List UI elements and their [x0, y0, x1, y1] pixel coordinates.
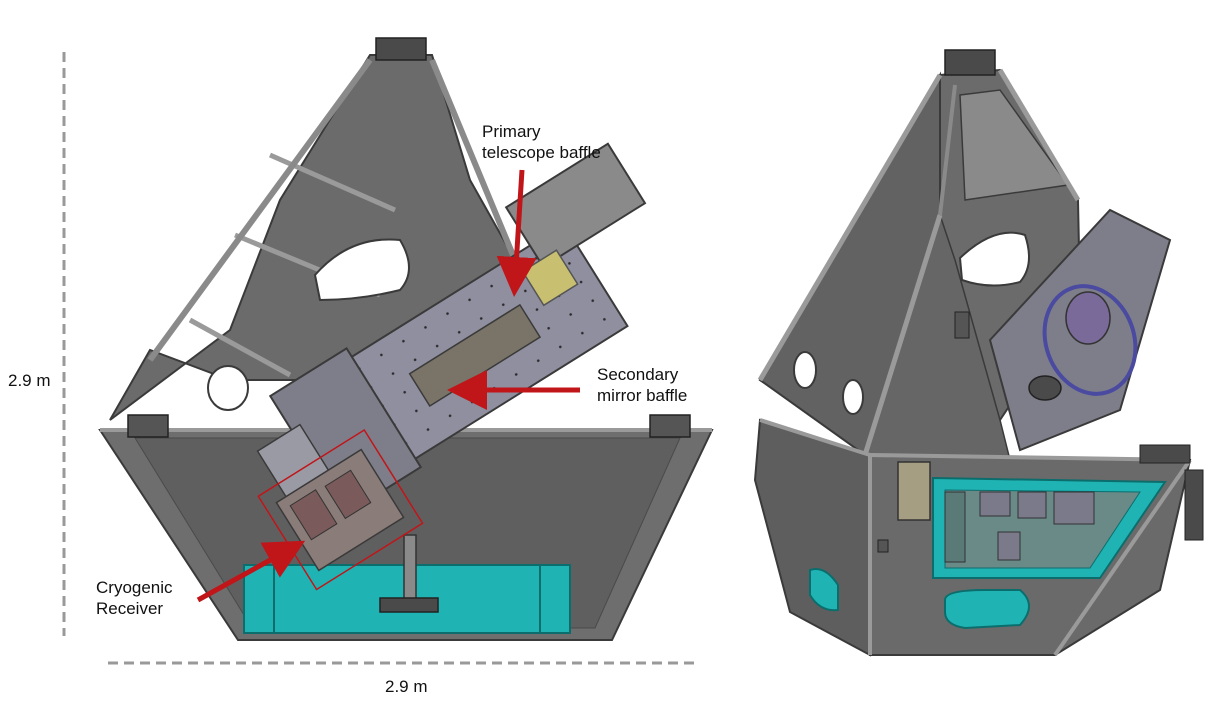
primary-baffle-arrow: [496, 169, 537, 297]
pivot-post: [403, 534, 417, 604]
height-dimension-label: 2.9 m: [8, 371, 51, 390]
width-dimension-label: 2.9 m: [385, 677, 428, 696]
pyramid-top-cap: [944, 49, 996, 76]
cryogenic-receiver-label: Cryogenic Receiver: [96, 578, 173, 618]
upper-baffle-extension: [504, 142, 647, 269]
telescope-tube-group: [256, 142, 647, 517]
gondola-body-side: [753, 418, 871, 657]
mount-ring: [1042, 284, 1138, 396]
pyramid-porthole-2: [842, 379, 864, 415]
pyramid-porthole-1: [793, 351, 817, 389]
cryogenic-receiver-group: [257, 428, 424, 591]
receiver-arrow: [196, 540, 306, 603]
instrument-box: [897, 461, 931, 521]
top-bracket: [375, 37, 427, 61]
primary-baffle-label: Primary telescope baffle: [482, 122, 601, 162]
right-exterior-view: [753, 49, 1204, 657]
left-side-view: [98, 37, 714, 641]
secondary-baffle-label: Secondary mirror baffle: [597, 365, 688, 405]
teal-hatch-side: [809, 568, 839, 612]
frame-porthole: [207, 365, 249, 411]
frame-cutout: [313, 238, 410, 302]
pyramid-cutout: [958, 231, 1030, 287]
teal-hatch-oval: [944, 589, 1030, 630]
